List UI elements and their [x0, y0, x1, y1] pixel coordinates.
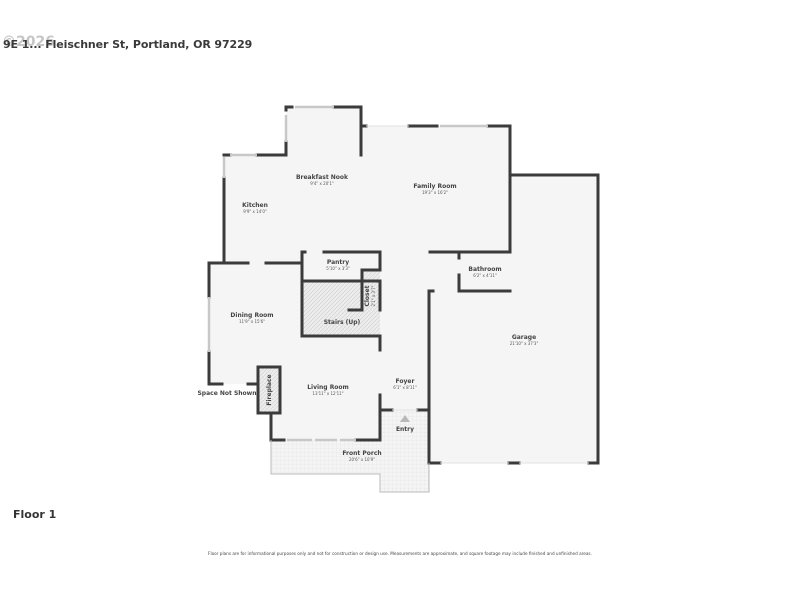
entry-arrow-icon [400, 415, 410, 422]
property-address: 9E 1... Fleischner St, Portland, OR 9722… [3, 38, 253, 51]
room-labels: Breakfast Nook 9'4" x 20'1" Kitchen 9'9"… [197, 174, 538, 462]
floor-label: Floor 1 [13, 508, 57, 521]
pantry-label: Pantry [327, 259, 349, 266]
breakfast-nook-label: Breakfast Nook [296, 174, 349, 181]
front-porch-label: Front Porch [342, 450, 381, 457]
dining-room-dim: 11'9" x 15'6" [239, 319, 265, 324]
windows [207, 105, 488, 442]
garage-label: Garage [512, 334, 536, 341]
family-room-dim: 19'3" x 16'2" [422, 190, 448, 195]
foyer-dim: 6'1" x 8'11" [393, 385, 417, 390]
porch-outline [270, 440, 430, 493]
kitchen-dim: 9'9" x 14'0" [243, 209, 267, 214]
closet-label: Closet [364, 285, 371, 306]
breakfast-nook-dim: 9'4" x 20'1" [310, 181, 334, 186]
kitchen-label: Kitchen [242, 202, 268, 209]
copyright-watermark: ©2026 [2, 34, 55, 50]
living-room-label: Living Room [307, 384, 349, 391]
dining-room-label: Dining Room [230, 312, 273, 319]
foyer-label: Foyer [396, 378, 415, 385]
space-not-shown-label: Space Not Shown [197, 390, 256, 397]
garage-dim: 21'10" x 37'3" [510, 341, 539, 346]
bathroom-label: Bathroom [468, 266, 501, 273]
family-room-label: Family Room [413, 183, 456, 190]
disclaimer-text: Floor plans are for informational purpos… [208, 551, 592, 556]
pantry-dim: 5'10" x 3'3" [326, 266, 350, 271]
walls [207, 105, 600, 465]
stairs-label: Stairs (Up) [324, 319, 361, 326]
front-porch-dim: 20'6" x 10'9" [349, 457, 375, 462]
fireplace-label: Fireplace [266, 374, 273, 405]
door-openings [366, 125, 589, 464]
living-room-dim: 13'11" x 12'11" [312, 391, 343, 396]
entry-label: Entry [396, 426, 414, 433]
floor-fills [209, 107, 598, 492]
bathroom-dim: 6'2" x 4'11" [473, 273, 497, 278]
closet-dim: 2'1" x 3'7" [371, 285, 376, 306]
